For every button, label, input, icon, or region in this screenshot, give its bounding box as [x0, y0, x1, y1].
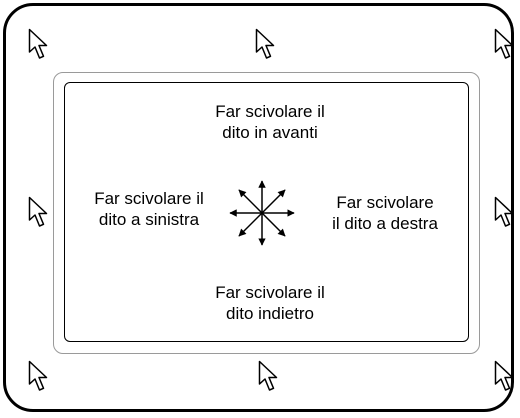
label-right-line1: Far scivolare: [336, 193, 434, 212]
cursor-top-right-icon: [494, 28, 516, 62]
touchpad-surface: [64, 82, 469, 342]
label-right: Far scivolare il dito a destra: [305, 192, 465, 234]
label-left-line2: dito a sinistra: [98, 210, 200, 229]
label-right-line2: il dito a destra: [332, 214, 438, 233]
label-forward: Far scivolare il dito in avanti: [170, 101, 370, 143]
label-forward-line2: dito in avanti: [222, 123, 318, 142]
label-forward-line1: Far scivolare il: [215, 102, 325, 121]
cursor-middle-right-icon: [494, 196, 516, 230]
cursor-top-left-icon: [28, 28, 50, 62]
eight-direction-arrows-icon: [227, 178, 297, 248]
label-backward-line1: Far scivolare il: [215, 283, 325, 302]
label-backward: Far scivolare il dito indietro: [170, 282, 370, 324]
label-backward-line2: dito indietro: [226, 304, 314, 323]
cursor-middle-left-icon: [28, 196, 50, 230]
cursor-top-center-icon: [255, 28, 277, 62]
cursor-bottom-left-icon: [28, 360, 50, 394]
cursor-bottom-right-icon: [494, 360, 516, 394]
label-left: Far scivolare il dito a sinistra: [64, 188, 234, 230]
label-left-line1: Far scivolare il: [94, 189, 204, 208]
cursor-bottom-center-icon: [258, 360, 280, 394]
